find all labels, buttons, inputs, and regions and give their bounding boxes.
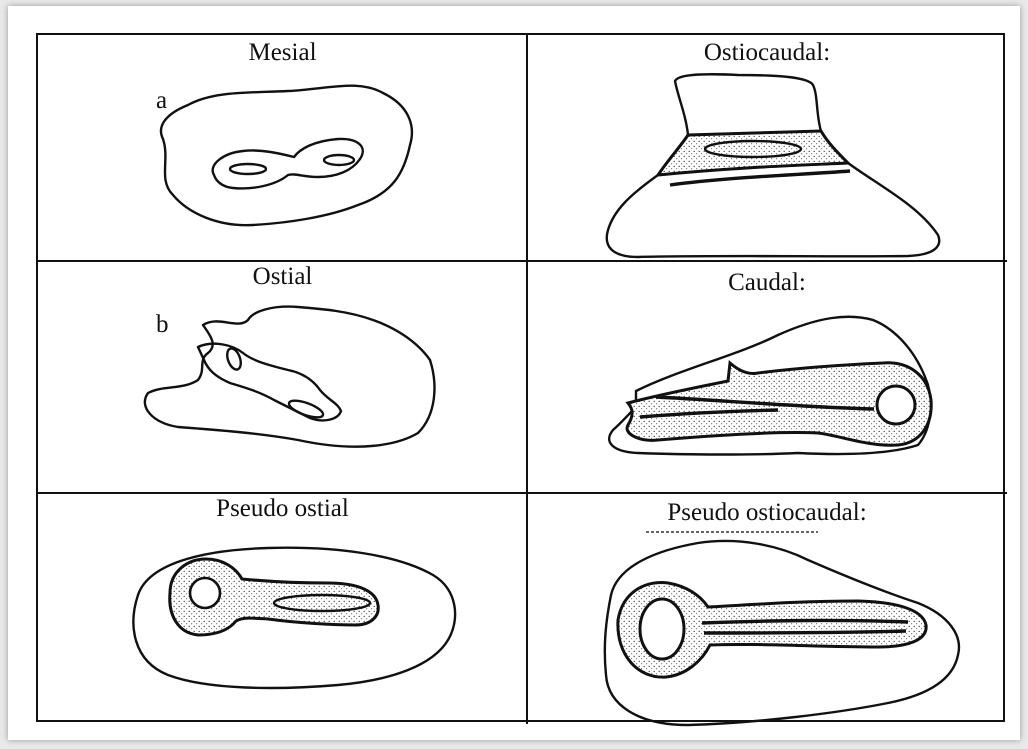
pseudo-ostial-label: Pseudo ostial <box>38 495 527 523</box>
sulcus-types-figure: Mesial a Ostiocaudal: Ostial b Caudal: P… <box>36 33 1005 722</box>
mesial-label: Mesial <box>38 39 527 67</box>
cell-caudal: Caudal: <box>527 261 1007 493</box>
cell-pseudo-ostiocaudal: Pseudo ostiocaudal: <box>527 493 1007 724</box>
ostiocaudal-label: Ostiocaudal: <box>527 39 1007 67</box>
cell-pseudo-ostial: Pseudo ostial <box>38 493 527 724</box>
cell-ostiocaudal: Ostiocaudal: <box>527 35 1007 261</box>
ostial-label: Ostial <box>38 263 527 291</box>
pseudo-ostiocaudal-label: Pseudo ostiocaudal: <box>527 499 1007 527</box>
cell-ostial: Ostial b <box>38 261 527 493</box>
panel-letter-b: b <box>156 311 169 339</box>
cell-mesial: Mesial a <box>38 35 527 261</box>
panel-letter-a: a <box>156 87 167 115</box>
caudal-label: Caudal: <box>527 269 1007 297</box>
scanned-page: Mesial a Ostiocaudal: Ostial b Caudal: P… <box>8 6 1020 740</box>
